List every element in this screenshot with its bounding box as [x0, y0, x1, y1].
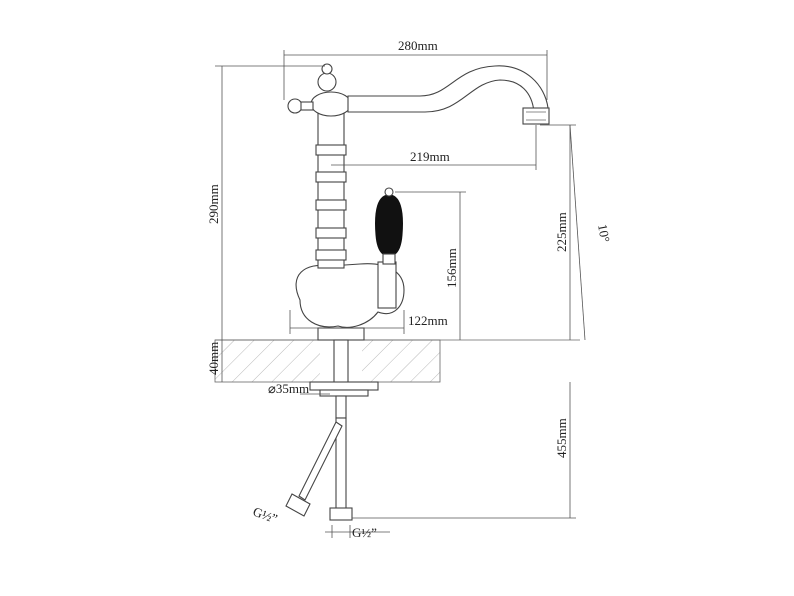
- label-156: 156mm: [444, 248, 459, 288]
- label-455: 455mm: [554, 418, 569, 458]
- aerator: [522, 107, 550, 125]
- dimension-labels: 280mm 219mm 290mm 225mm 10° 156mm 122mm …: [206, 38, 613, 540]
- label-40: 40mm: [206, 342, 221, 375]
- lock-nut: [319, 389, 369, 397]
- label-225: 225mm: [554, 212, 569, 252]
- faucet-body: [287, 63, 550, 341]
- top-finial: [317, 72, 337, 92]
- dimension-lines: [215, 50, 586, 538]
- under-counter-assembly: [285, 339, 379, 521]
- handle-neck: [377, 261, 397, 309]
- threaded-shank: [333, 339, 349, 385]
- left-knob: [287, 98, 303, 114]
- countertop: [214, 339, 580, 383]
- label-thread-right: G½”: [352, 525, 377, 540]
- column: [317, 111, 345, 269]
- hose-left: [298, 421, 343, 501]
- label-290: 290mm: [206, 184, 221, 224]
- base-collar: [317, 327, 365, 341]
- label-35: ⌀35mm: [268, 381, 309, 396]
- spout: [347, 65, 549, 113]
- mounting-plate: [309, 381, 379, 391]
- lever-handle: [375, 194, 403, 257]
- label-280: 280mm: [398, 38, 438, 53]
- cross-hub: [310, 91, 352, 117]
- hose-right-nut: [329, 507, 353, 521]
- label-thread-left: G½”: [251, 504, 280, 527]
- label-10deg: 10°: [595, 223, 613, 244]
- hose-left-nut: [285, 493, 311, 517]
- label-122: 122mm: [408, 313, 448, 328]
- label-219: 219mm: [410, 149, 450, 164]
